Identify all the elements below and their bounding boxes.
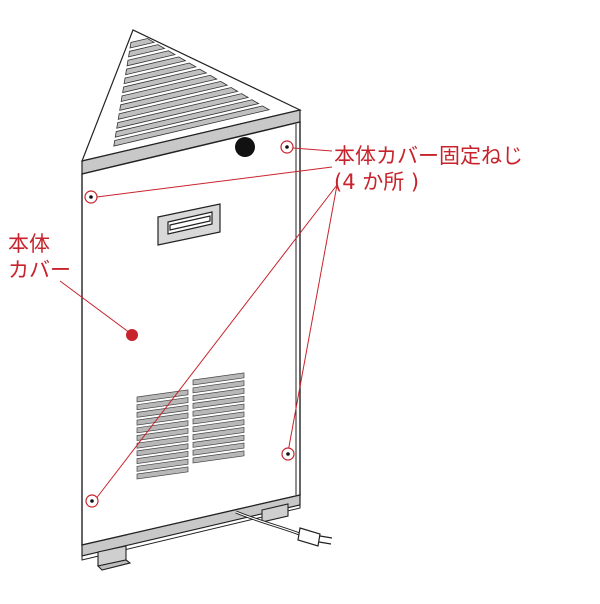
leader-lines: [59, 147, 338, 501]
grille-slat: [116, 93, 250, 129]
vent-slat: [192, 380, 245, 394]
vent-grille-right: [192, 372, 245, 464]
top-grille: [81, 29, 302, 162]
grille-slat: [119, 80, 229, 111]
grille-slat: [114, 99, 260, 138]
vent-slat: [136, 435, 189, 449]
vent-slat: [192, 395, 245, 409]
vent-slat: [192, 388, 245, 402]
screw-marker-icon: [84, 190, 98, 204]
power-plug-icon: [235, 510, 333, 547]
grille-slat: [123, 62, 197, 85]
red-dot-marker-icon: [126, 329, 138, 341]
callout-body-cover-line1: 本体: [8, 232, 50, 256]
vent-slat: [136, 397, 189, 411]
grille-slat: [117, 87, 239, 120]
feet: [96, 503, 289, 571]
vent-slat: [136, 389, 189, 403]
vent-slat: [136, 412, 189, 426]
callout-body-cover-line2: カバー: [8, 258, 71, 282]
vent-slat: [192, 419, 245, 433]
screw-marker-icon: [85, 494, 99, 508]
vent-slat: [136, 458, 189, 472]
handle-slot: [157, 203, 221, 246]
screw-marker-icon: [280, 140, 294, 154]
vent-slat: [192, 403, 245, 417]
grille-slat: [120, 74, 218, 102]
vent-slat: [136, 451, 189, 465]
grille-slat: [122, 68, 208, 94]
grille-slat: [129, 38, 156, 49]
vent-slat: [192, 427, 245, 441]
vent-slat: [136, 466, 189, 480]
vent-slat: [136, 443, 189, 457]
vent-slat: [192, 372, 245, 386]
vent-slat: [136, 420, 189, 434]
grille-slat: [128, 44, 166, 58]
screw-marker-icon: [281, 447, 295, 461]
vent-slat: [192, 434, 245, 448]
callout-body-cover-screws: 本体カバー固定ねじ: [334, 144, 523, 168]
callout-screw-count: (4 か所 ): [334, 170, 420, 194]
grille-slat: [125, 56, 187, 76]
panel-hole: [235, 137, 255, 157]
grille-slat: [126, 50, 177, 67]
vent-slat: [192, 450, 245, 464]
vent-slat: [192, 442, 245, 456]
grille-slat: [113, 105, 271, 147]
vent-slat: [136, 427, 189, 441]
vent-slat: [192, 411, 245, 425]
